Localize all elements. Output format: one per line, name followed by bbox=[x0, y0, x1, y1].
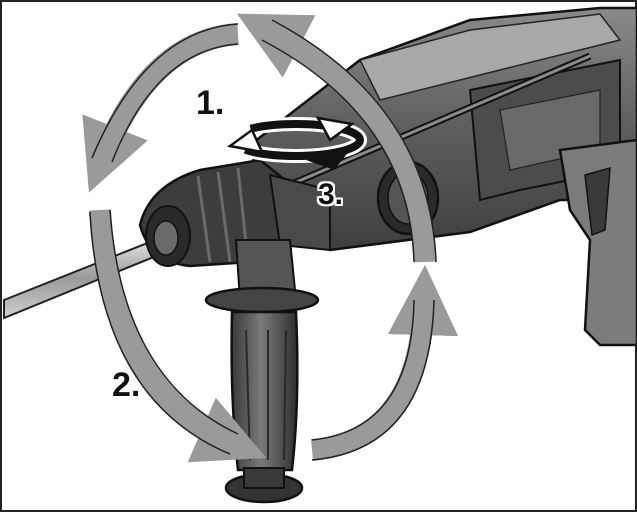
drill-bit bbox=[3, 236, 168, 320]
arrow-lower-left bbox=[89, 209, 267, 463]
small-arrow-down bbox=[306, 150, 350, 170]
small-arrow-left bbox=[226, 128, 265, 154]
step-1-label: 1. bbox=[196, 84, 225, 122]
small-arrow-right bbox=[315, 116, 356, 142]
arrow-upper-right bbox=[236, 13, 436, 263]
auxiliary-handle bbox=[204, 239, 320, 504]
step-2-label: 2. bbox=[112, 366, 141, 404]
arrow-upper-left bbox=[82, 23, 240, 193]
arrow-lower-right bbox=[310, 264, 459, 461]
tool-housing bbox=[220, 6, 637, 347]
release-ring-arrows bbox=[225, 116, 367, 170]
step-3-label: 3. bbox=[318, 178, 344, 211]
rotation-arrows bbox=[82, 13, 459, 463]
